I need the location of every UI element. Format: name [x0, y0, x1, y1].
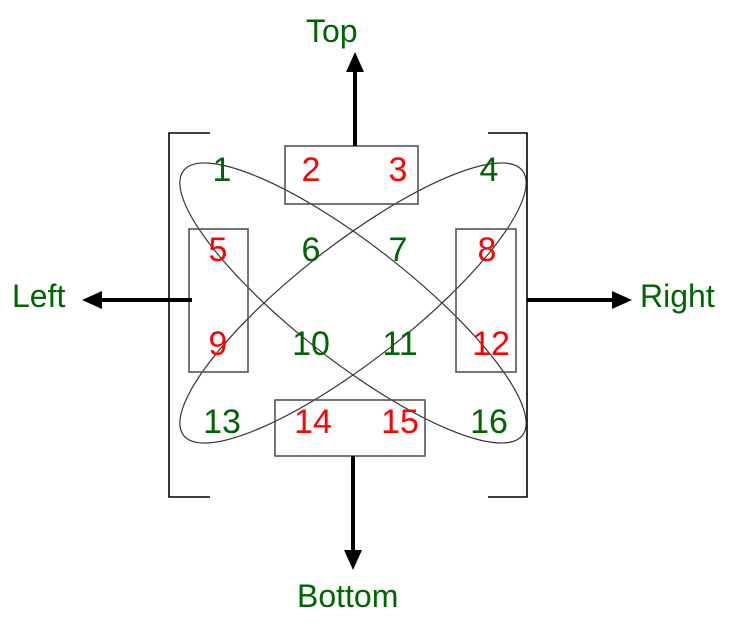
- cell-12: 12: [472, 325, 510, 363]
- cell-4: 4: [479, 151, 499, 189]
- label-bottom: Bottom: [297, 578, 399, 614]
- cell-1: 1: [212, 151, 232, 189]
- bracket-group: [168, 132, 528, 498]
- arrow-group: [82, 52, 632, 570]
- left-bracket: [168, 132, 210, 498]
- bottom-rect: [274, 399, 426, 457]
- cell-3: 3: [388, 151, 408, 189]
- cell-15: 15: [381, 403, 419, 441]
- cell-5: 5: [208, 231, 228, 269]
- top-rect: [284, 145, 419, 205]
- cell-6: 6: [301, 231, 321, 269]
- label-top: Top: [306, 13, 358, 49]
- cell-14: 14: [294, 403, 332, 441]
- ellipse-group: [179, 162, 527, 444]
- cell-9: 9: [208, 325, 228, 363]
- cell-11: 11: [382, 325, 418, 363]
- top-arrow-head: [346, 52, 364, 72]
- cell-2: 2: [301, 151, 321, 189]
- right-arrow-head: [612, 291, 632, 309]
- ellipse-tilt-positive: [179, 162, 527, 444]
- bottom-arrow-head: [344, 550, 362, 570]
- label-left: Left: [12, 278, 66, 314]
- left-arrow-head: [82, 291, 102, 309]
- cell-8: 8: [477, 231, 497, 269]
- cell-7: 7: [388, 231, 408, 269]
- right-bracket: [488, 132, 528, 498]
- right-rect: [455, 228, 517, 373]
- ellipse-tilt-negative: [179, 162, 527, 444]
- label-right: Right: [640, 278, 715, 314]
- cell-16: 16: [470, 403, 508, 441]
- cell-13: 13: [203, 403, 241, 441]
- cell-10: 10: [292, 325, 330, 363]
